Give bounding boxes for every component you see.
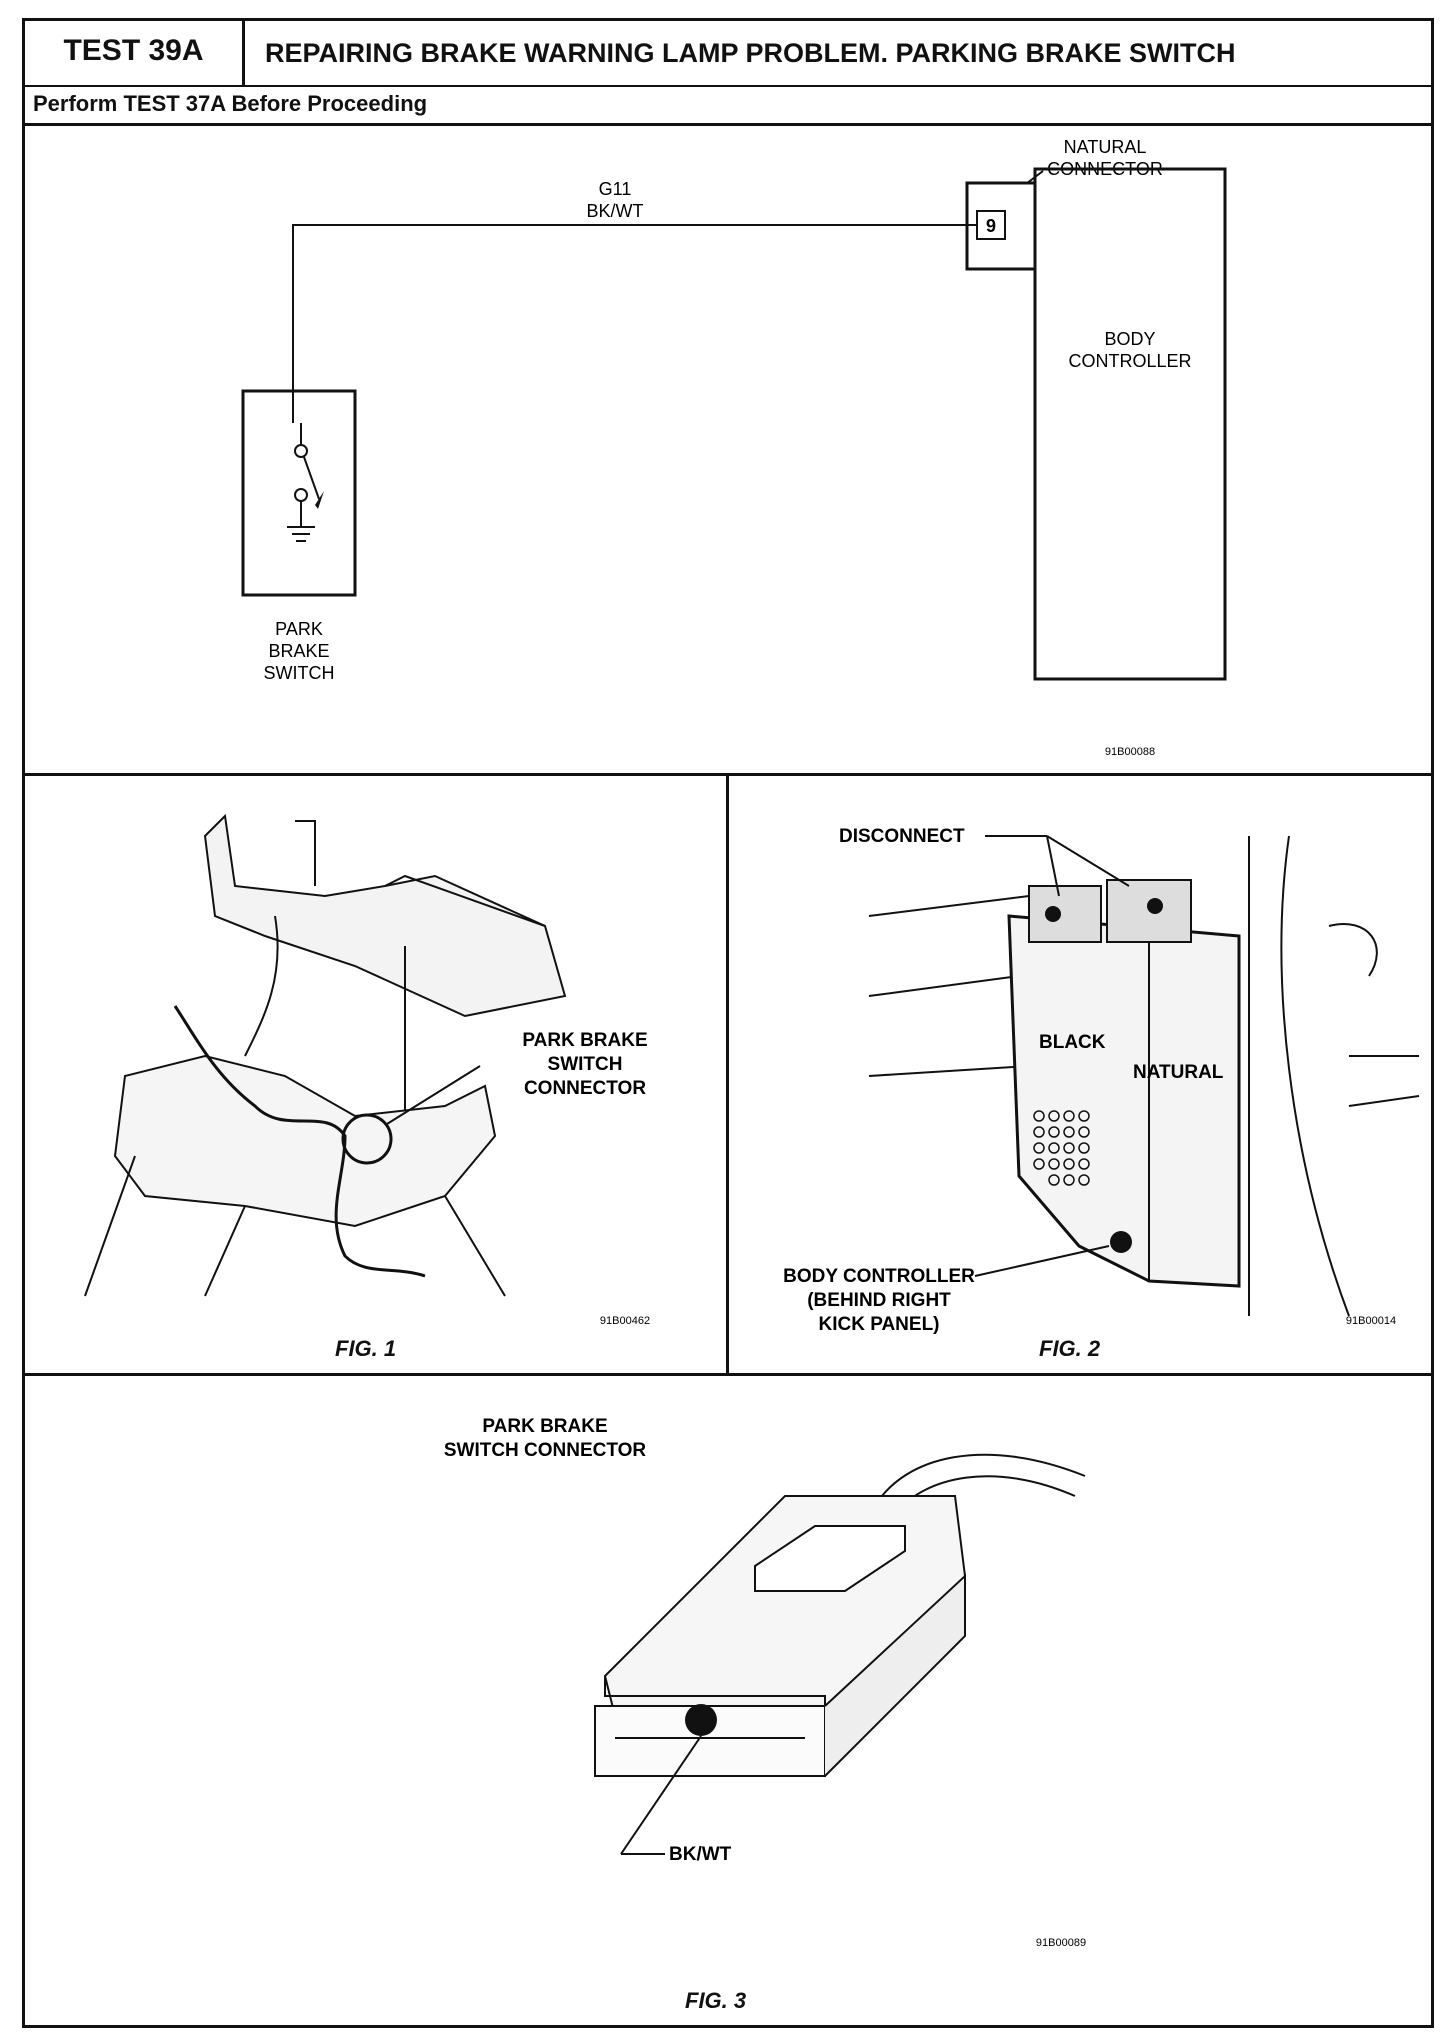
figure-1-drawing: PARK BRAKE SWITCH CONNECTOR 91B00462 (84, 813, 650, 1327)
test-title: REPAIRING BRAKE WARNING LAMP PROBLEM. PA… (265, 38, 1236, 68)
switch-arrow (315, 491, 324, 509)
pin-number: 9 (986, 216, 996, 236)
body-controller-dot (1110, 1231, 1132, 1253)
header-row: TEST 39A REPAIRING BRAKE WARNING LAMP PR… (25, 21, 1431, 87)
body-controller-label-line2: CONTROLLER (1068, 351, 1191, 371)
body-controller-box (1033, 167, 1227, 681)
body-controller-label-line1: BODY (1104, 329, 1155, 349)
switch-label-line2: BRAKE (268, 641, 329, 661)
fig2-code: 91B00014 (1346, 1315, 1396, 1327)
prerequisite-note: Perform TEST 37A Before Proceeding (33, 91, 428, 116)
fig3-title-line1: PARK BRAKE (482, 1416, 607, 1437)
fig2-natural-label: NATURAL (1133, 1062, 1224, 1083)
figure-2-drawing: DISCONNECT BLACK NATURAL BODY CONTROLLER… (783, 826, 1420, 1335)
wire-g11 (292, 224, 977, 423)
housing-side (824, 1573, 966, 1777)
wire-color: BK/WT (587, 201, 644, 221)
kick-panel-lines (868, 895, 1030, 1077)
fig2-bc-line1: BODY CONTROLLER (783, 1266, 975, 1287)
figure-1-panel: PARK BRAKE SWITCH CONNECTOR 91B00462 FIG… (25, 773, 729, 1373)
connector-highlight-circle (341, 1113, 393, 1165)
disconnect-leader-a (1046, 835, 1060, 897)
page-frame: TEST 39A REPAIRING BRAKE WARNING LAMP PR… (22, 18, 1434, 2028)
figure-1-label: FIG. 1 (335, 1336, 397, 1361)
wiring-schematic: NATURAL CONNECTOR BODY CONTROLLER 9 G11 … (241, 137, 1227, 758)
figure-2-panel: DISCONNECT BLACK NATURAL BODY CONTROLLER… (729, 773, 1431, 1373)
connector-latch (754, 1525, 906, 1592)
pin-box (976, 210, 1006, 240)
console-detail (295, 820, 546, 927)
switch-label-line3: SWITCH (264, 663, 335, 683)
fig1-code: 91B00462 (600, 1315, 650, 1327)
fig3-title-line2: SWITCH CONNECTOR (444, 1440, 647, 1461)
fig2-bc-line3: KICK PANEL) (818, 1314, 939, 1335)
fig1-callout-line2: SWITCH (548, 1054, 623, 1075)
test-id: TEST 39A (25, 21, 245, 85)
fig2-disconnect-label: DISCONNECT (839, 826, 965, 847)
fig3-wire-label: BK/WT (669, 1844, 732, 1865)
fig1-callout-line3: CONNECTOR (524, 1078, 646, 1099)
bkwt-leader (620, 1735, 702, 1855)
connector-wire (874, 1453, 1086, 1507)
vent-hole-grid (1033, 1110, 1090, 1186)
black-connector-dot (1045, 906, 1061, 922)
switch-contact-top (294, 444, 308, 458)
harness-wire (173, 1005, 426, 1278)
body-controller-housing (1007, 914, 1241, 1288)
fig2-black-label: BLACK (1039, 1032, 1106, 1053)
fig2-bc-line2: (BEHIND RIGHT (807, 1290, 951, 1311)
floor-bracket (113, 1054, 497, 1228)
switch-label-line1: PARK (275, 619, 323, 639)
switch-blade (303, 456, 320, 500)
switch-contact-bottom (294, 488, 308, 502)
connector-label-line1: NATURAL (1064, 137, 1147, 157)
bc-leader (974, 1245, 1110, 1277)
disconnect-leader-b (1046, 835, 1130, 887)
fig3-code: 91B00089 (1036, 1937, 1086, 1949)
figure-3-label: FIG. 3 (685, 1988, 747, 2013)
harness-wire-upper (244, 915, 279, 1057)
pillar-lines (1248, 835, 1350, 1317)
console-upper (203, 813, 567, 1018)
natural-connector-dot (1147, 898, 1163, 914)
figure-3-drawing: PARK BRAKE SWITCH CONNECTOR BK/WT 91B000… (444, 1416, 1086, 1949)
floor-lines (84, 1155, 506, 1297)
fig1-callout-line1: PARK BRAKE (522, 1030, 647, 1051)
figure-3-panel: PARK BRAKE SWITCH CONNECTOR BK/WT 91B000… (25, 1373, 1431, 2025)
background-structure (1328, 923, 1420, 1107)
prerequisite-row: Perform TEST 37A Before Proceeding (25, 85, 1431, 126)
schematic-code: 91B00088 (1105, 746, 1155, 758)
wire-circuit: G11 (599, 179, 632, 199)
figure-2-label: FIG. 2 (1039, 1336, 1101, 1361)
black-connector (1028, 885, 1102, 943)
bkwt-terminal-dot (685, 1704, 717, 1736)
callout-leader (386, 1065, 481, 1125)
park-brake-switch-box (241, 389, 357, 597)
